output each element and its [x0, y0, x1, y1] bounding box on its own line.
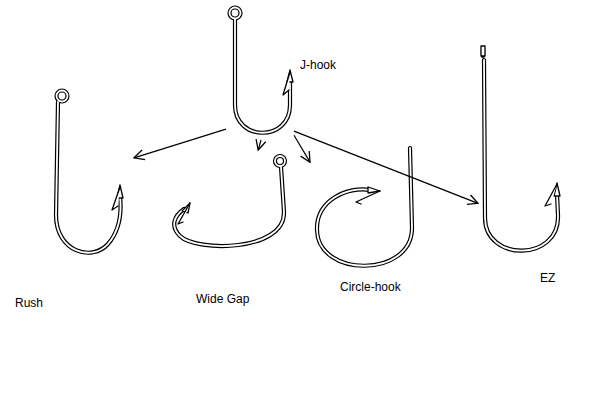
arrow-connector — [134, 129, 226, 158]
hook-figure: Wide Gap — [168, 150, 303, 250]
hook-label: Circle-hook — [340, 280, 401, 294]
hook-label: Rush — [15, 296, 43, 310]
arrow-connector — [294, 135, 310, 162]
hook-figure: Circle-hook — [310, 143, 420, 273]
hook-label: J-hook — [300, 58, 336, 72]
arrow-connector — [258, 140, 261, 150]
hook-label: EZ — [540, 271, 555, 285]
arrow-connector — [294, 131, 478, 203]
hook-figure: J-hook — [226, 4, 294, 140]
hook-figure: Rush — [44, 84, 134, 254]
hook-label: Wide Gap — [196, 292, 249, 306]
hook-figure: EZ — [478, 46, 564, 254]
